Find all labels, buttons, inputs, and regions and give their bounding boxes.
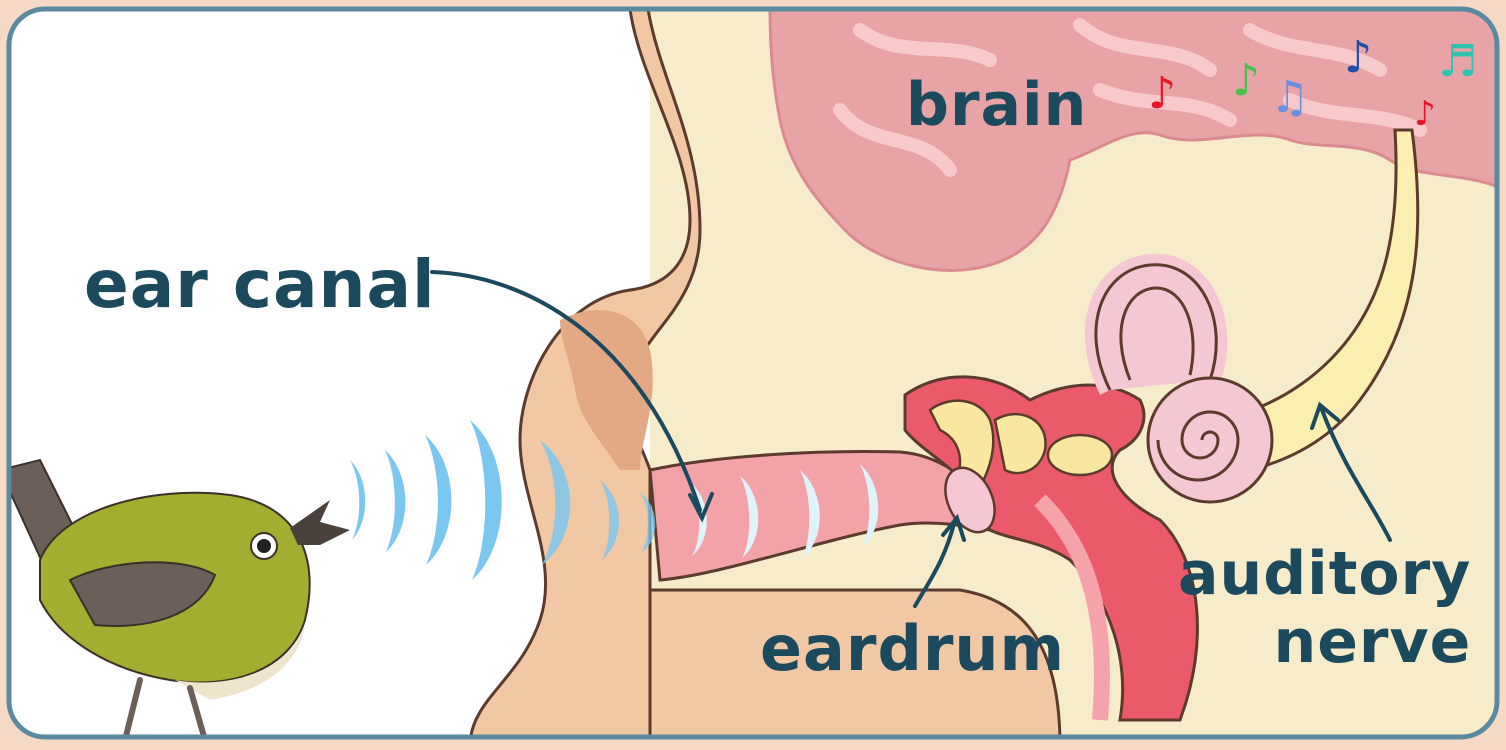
auditory-nerve-label: auditory nerve bbox=[1178, 540, 1471, 676]
auditory-nerve-label-line1: auditory bbox=[1178, 540, 1471, 608]
svg-text:♪: ♪ bbox=[1344, 32, 1372, 83]
svg-text:♪: ♪ bbox=[1232, 55, 1260, 106]
svg-text:♪: ♪ bbox=[1414, 94, 1436, 134]
auditory-nerve-label-line2: nerve bbox=[1178, 608, 1471, 676]
eardrum-label: eardrum bbox=[760, 612, 1065, 685]
svg-text:♪: ♪ bbox=[1148, 68, 1176, 119]
svg-text:♬: ♬ bbox=[1438, 36, 1477, 87]
ear-canal-label: ear canal bbox=[84, 246, 436, 323]
brain-label: brain bbox=[906, 70, 1087, 140]
cochlea bbox=[1148, 378, 1272, 502]
ossicle-stapes bbox=[1048, 435, 1112, 475]
ossicle-incus bbox=[995, 414, 1046, 473]
semicircular-canals bbox=[1096, 265, 1216, 390]
svg-text:♫: ♫ bbox=[1270, 72, 1309, 123]
